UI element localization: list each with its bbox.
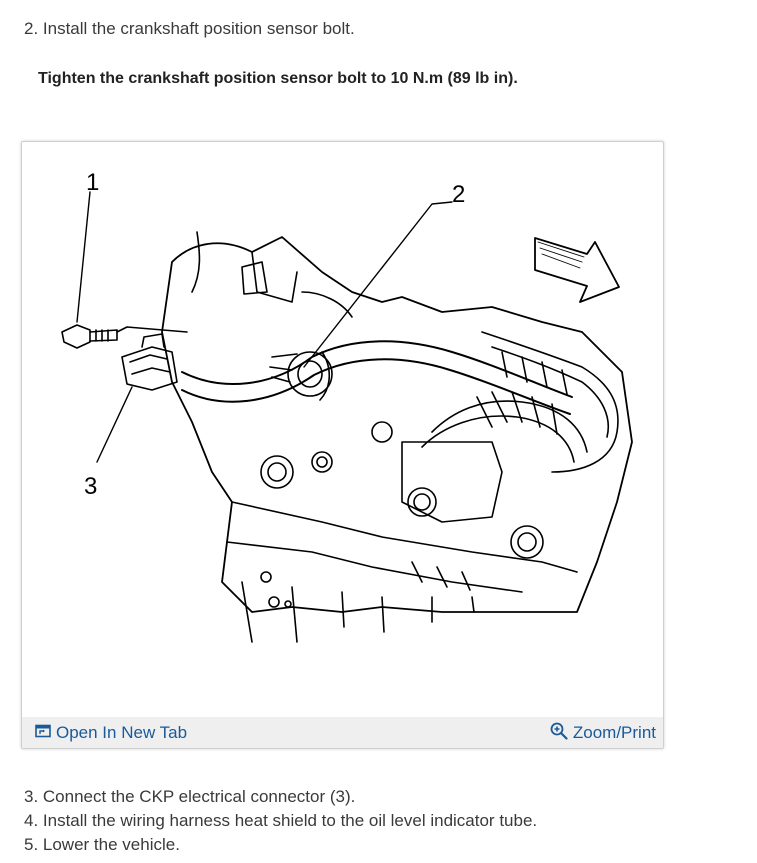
step-4-text: 4. Install the wiring harness heat shiel… xyxy=(24,811,538,830)
callout-3: 3 xyxy=(84,473,97,500)
callout-1: 1 xyxy=(86,169,99,196)
step-5-text: 5. Lower the vehicle. xyxy=(24,835,180,854)
step-2-text: 2. Install the crankshaft position senso… xyxy=(24,19,355,38)
open-new-tab-icon xyxy=(35,723,56,743)
zoom-print-label: Zoom/Print xyxy=(572,723,656,742)
open-in-new-tab-label: Open In New Tab xyxy=(56,723,188,742)
figure-card: 1 2 3 Open In New Tab xyxy=(21,141,664,749)
open-in-new-tab-link[interactable]: Open In New Tab xyxy=(35,721,187,745)
crankshaft-sensor-illustration[interactable]: 1 2 3 xyxy=(22,142,663,716)
figure-toolbar: Open In New Tab Zoom/Print xyxy=(22,717,663,748)
callout-2: 2 xyxy=(452,181,465,208)
torque-spec-note: Tighten the crankshaft position sensor b… xyxy=(38,70,518,87)
zoom-print-link[interactable]: Zoom/Print xyxy=(550,721,656,745)
zoom-in-icon xyxy=(550,722,573,745)
step-3-text: 3. Connect the CKP electrical connector … xyxy=(24,787,356,806)
